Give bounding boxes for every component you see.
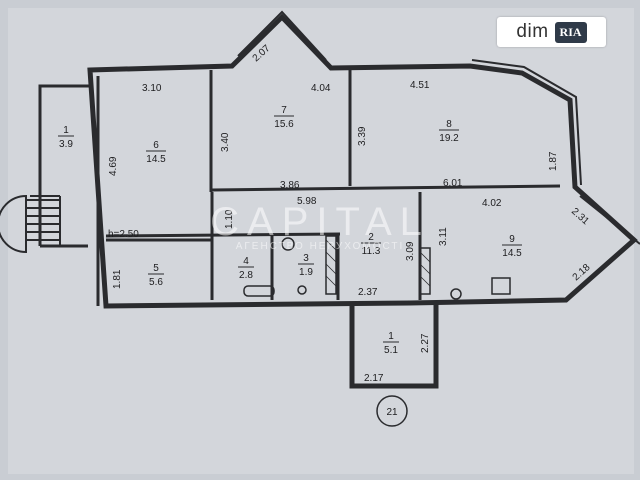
badge-text: dim bbox=[516, 21, 549, 42]
dimension-label: 5.98 bbox=[297, 196, 317, 207]
dimension-label: 1.10 bbox=[224, 209, 235, 229]
room-number: 1 bbox=[388, 331, 394, 342]
window-frames bbox=[237, 10, 640, 245]
dimension-label: 4.02 bbox=[482, 198, 502, 209]
room-area: 3.9 bbox=[59, 139, 73, 150]
dimension-label: 3.40 bbox=[220, 132, 231, 152]
hatching bbox=[325, 239, 431, 287]
stairs bbox=[0, 194, 61, 254]
room-area: 14.5 bbox=[146, 154, 166, 165]
room-number: 4 bbox=[243, 256, 249, 267]
room-area: 11.3 bbox=[362, 246, 381, 257]
fixtures bbox=[243, 235, 511, 300]
dimension-label: 4.51 bbox=[410, 80, 430, 91]
room-numbers: 1 6 7 8 2 9 5 4 3 1 bbox=[63, 105, 515, 342]
room-area: 2.8 bbox=[239, 270, 253, 281]
room-area: 15.6 bbox=[274, 119, 294, 130]
dimension-label: 3.09 bbox=[405, 241, 416, 261]
dimension-label: 1.87 bbox=[548, 151, 559, 171]
dimension-label: 4.69 bbox=[108, 156, 119, 176]
room-number: 8 bbox=[446, 119, 452, 130]
dimension-label: 2.37 bbox=[358, 287, 378, 298]
balcony bbox=[38, 84, 90, 248]
room-area: 5.1 bbox=[384, 345, 398, 356]
room-number: 1 bbox=[63, 125, 69, 136]
dimension-label: 3.11 bbox=[438, 227, 449, 246]
dimria-badge[interactable]: dim RIA bbox=[497, 17, 606, 47]
dimension-label: 1.81 bbox=[112, 269, 123, 289]
room-number: 6 bbox=[153, 140, 159, 151]
dimension-label: 3.86 bbox=[280, 180, 300, 191]
dimension-label: 3.10 bbox=[142, 83, 162, 94]
room-area: 14.5 bbox=[502, 248, 522, 259]
dimension-label: 2.27 bbox=[420, 333, 431, 353]
room-area: 1.9 bbox=[299, 267, 313, 278]
dimension-label: 4.04 bbox=[311, 83, 331, 94]
room-number: 5 bbox=[153, 263, 159, 274]
interior-walls bbox=[96, 70, 561, 306]
room-number: 2 bbox=[368, 232, 374, 243]
room-areas: 3.9 14.5 15.6 19.2 11.3 14.5 5.6 2.8 1.9… bbox=[59, 119, 522, 356]
room-number: 3 bbox=[303, 253, 309, 264]
label-dividers bbox=[58, 115, 522, 343]
dimension-label: 2.17 bbox=[364, 373, 384, 384]
room-area: 5.6 bbox=[149, 277, 163, 288]
badge-logo: RIA bbox=[554, 21, 587, 43]
room-number: 7 bbox=[281, 105, 287, 116]
room-number: 9 bbox=[509, 234, 515, 245]
dimension-label: 6.01 bbox=[443, 178, 463, 189]
room-area: 19.2 bbox=[439, 133, 459, 144]
apartment-number: 21 bbox=[386, 407, 398, 418]
apartment-number-circle bbox=[376, 395, 408, 427]
dimension-label: h=2.50 bbox=[108, 229, 139, 240]
dimension-label: 3.39 bbox=[357, 126, 368, 146]
